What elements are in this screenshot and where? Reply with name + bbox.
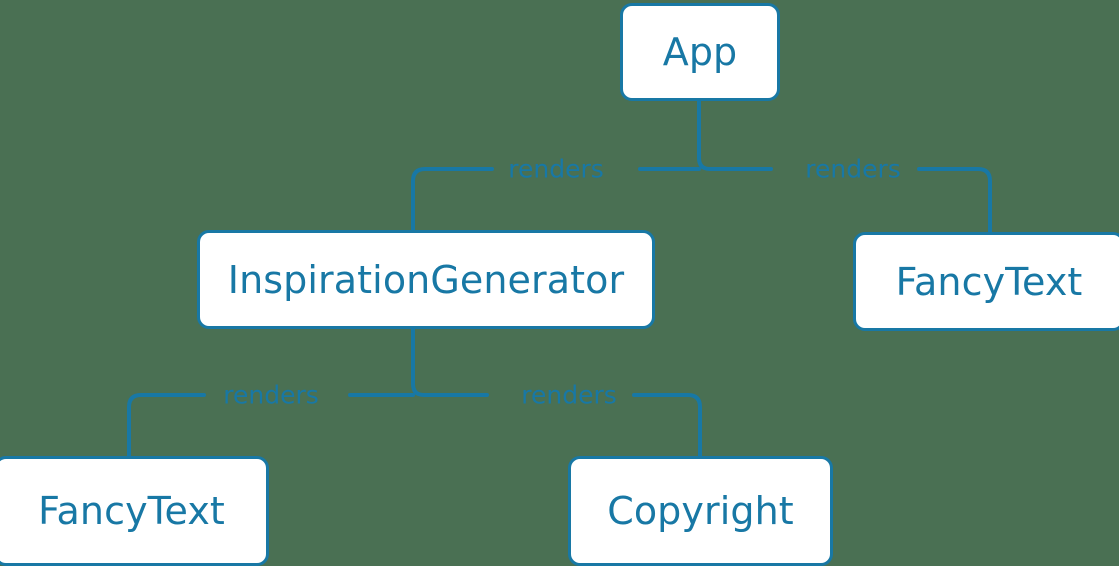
node-copyright-label: Copyright xyxy=(607,489,794,533)
edge-app-to-fancytext-right xyxy=(917,167,992,234)
edge-app-stem xyxy=(697,99,773,171)
edge-label-app-inspiration: renders xyxy=(508,154,604,184)
node-app[interactable]: App xyxy=(620,3,780,101)
node-inspiration-generator[interactable]: InspirationGenerator xyxy=(197,230,655,329)
edge-label-inspiration-copyright: renders xyxy=(521,380,617,410)
edge-app-to-inspiration xyxy=(411,167,494,232)
node-fancytext-left-label: FancyText xyxy=(38,489,225,533)
node-fancytext-right-label: FancyText xyxy=(895,259,1083,304)
edge-inspiration-to-fancytext xyxy=(127,393,206,458)
edge-inspiration-stem xyxy=(411,327,489,397)
edge-label-app-fancytext-right: renders xyxy=(805,154,901,184)
node-fancytext-left[interactable]: FancyText xyxy=(0,456,269,566)
node-fancytext-right[interactable]: FancyText xyxy=(853,232,1119,331)
node-app-label: App xyxy=(662,30,738,74)
node-inspiration-generator-label: InspirationGenerator xyxy=(227,257,625,302)
edge-label-inspiration-fancytext: renders xyxy=(223,380,319,410)
edge-inspiration-to-copyright xyxy=(632,393,702,458)
node-copyright[interactable]: Copyright xyxy=(568,456,833,566)
